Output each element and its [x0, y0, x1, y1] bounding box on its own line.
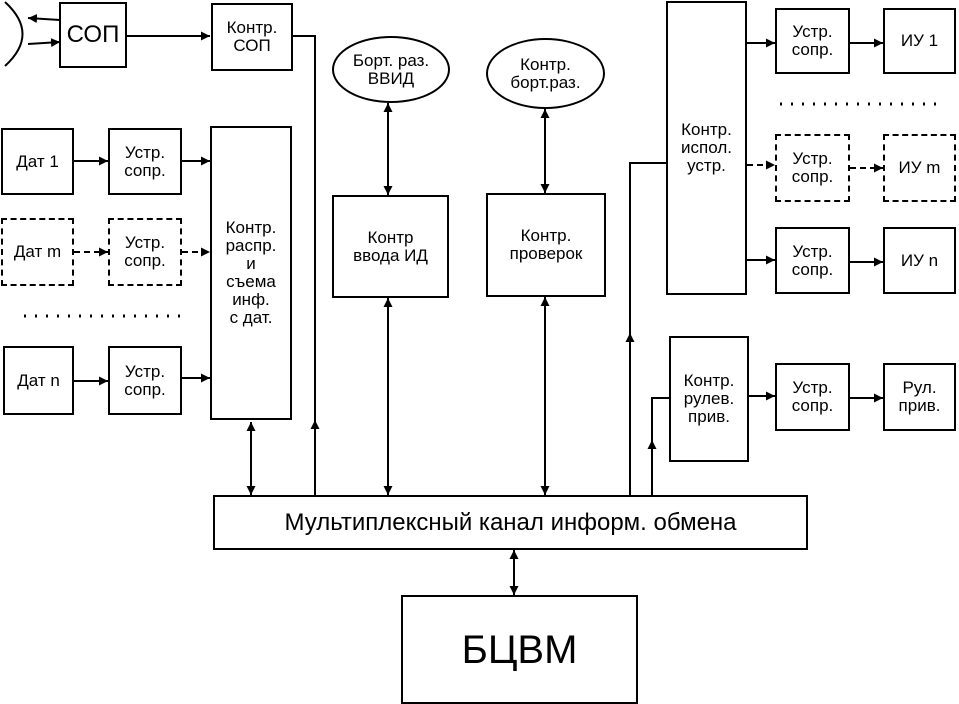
kontr-bort-ellipse: Контр. борт.раз.	[486, 38, 605, 109]
ium-block: ИУ m	[883, 134, 956, 202]
ustr-rul-block: Устр. сопр.	[775, 363, 850, 431]
kontr-sop-block: Контр. СОП	[211, 3, 293, 71]
rul-priv-block: Рул. прив.	[883, 363, 956, 431]
ustr-datm-block: Устр. сопр.	[108, 218, 182, 286]
antenna-to-sop-arrow	[27, 38, 61, 48]
dat1-block: Дат 1	[1, 128, 74, 195]
sop-to-antenna-arrow	[27, 14, 61, 24]
bort-vvid-ellipse: Борт. раз. ВВИД	[332, 36, 450, 103]
datn-block: Дат n	[3, 346, 74, 415]
multiplex-bus: Мультиплексный канал информ. обмена	[213, 495, 808, 550]
kontr-rulev-block: Контр. рулев. прив.	[669, 336, 749, 462]
kontr-sop-to-bus-line	[292, 35, 316, 497]
kontr-proverok-block: Контр. проверок	[486, 193, 606, 297]
ustr-iu1-block: Устр. сопр.	[775, 8, 850, 74]
antenna-symbol	[4, 1, 24, 67]
iun-block: ИУ n	[883, 227, 956, 294]
ustr-datn-block: Устр. сопр.	[108, 346, 182, 415]
kontr-vvoda-block: Контр ввода ИД	[332, 195, 449, 298]
ustr-iun-block: Устр. сопр.	[775, 227, 850, 294]
bcvm-block: БЦВМ	[401, 595, 638, 704]
ustr-ium-block: Устр. сопр.	[775, 134, 850, 202]
bus-to-kontr-ispol-line	[629, 162, 666, 495]
kontr-raspr-block: Контр. распр. и съема инф. с дат.	[210, 126, 292, 420]
bus-to-kontr-rulev-line	[651, 397, 669, 495]
kontr-ispol-block: Контр. испол. устр.	[666, 1, 747, 295]
datm-block: Дат m	[1, 218, 74, 286]
iu1-block: ИУ 1	[883, 8, 956, 74]
ustr-dat1-block: Устр. сопр.	[108, 128, 182, 195]
sop-block: СОП	[59, 2, 127, 68]
